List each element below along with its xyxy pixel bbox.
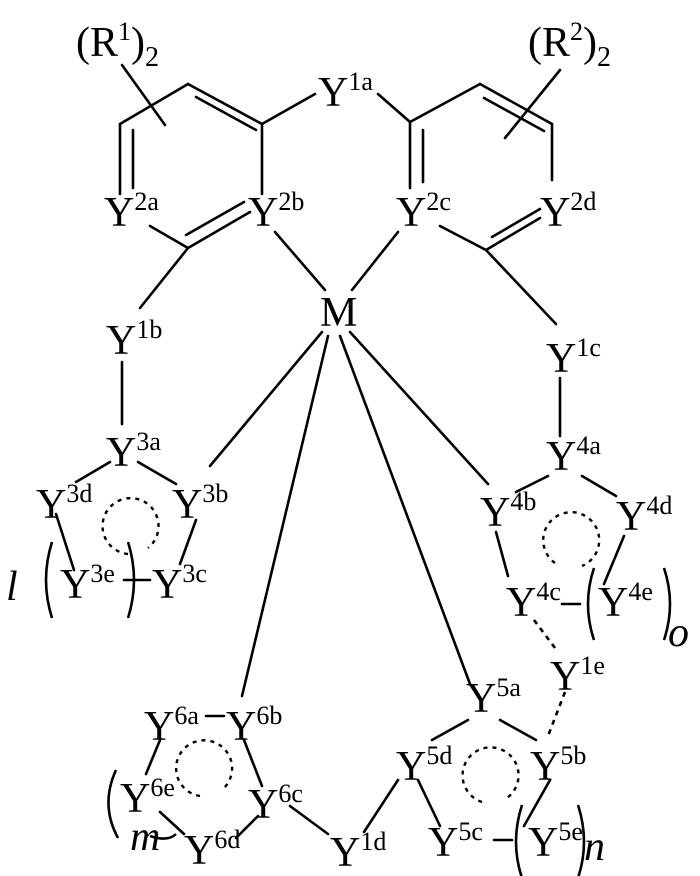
bond [364, 780, 398, 832]
atom-y4d: Y4d [616, 491, 672, 540]
paren-open-4e [588, 568, 594, 640]
aromatic-circle-3 [103, 498, 159, 554]
atom-y6a: Y6a [144, 701, 199, 750]
atom-y2a: Y2a [104, 187, 159, 236]
atom-y1d: Y1d [330, 827, 386, 876]
bond [378, 94, 410, 122]
substituent-r1: (R1)2 [76, 17, 159, 73]
bond [138, 462, 176, 484]
coordination-bond [350, 332, 488, 484]
aromatic-circle-5 [463, 747, 519, 802]
index-l: l [6, 564, 18, 610]
paren-open-5e [516, 805, 522, 876]
atom-y6c: Y6c [248, 779, 303, 828]
double-bond-line [186, 202, 244, 235]
index-m: m [130, 814, 160, 860]
index-n: n [584, 824, 605, 870]
atom-y3a: Y3a [106, 427, 161, 476]
coordination-bond [340, 336, 470, 684]
bond [120, 84, 188, 124]
atom-y5a: Y5a [466, 673, 521, 722]
atom-y5c: Y5c [428, 817, 483, 866]
dashed-bond [534, 620, 558, 652]
atom-y4a: Y4a [546, 431, 601, 480]
atom-y4e: Y4e [598, 577, 653, 626]
atom-y2b: Y2b [248, 187, 304, 236]
bond [432, 720, 468, 740]
atom-y3c: Y3c [152, 559, 207, 608]
atom-y5e: Y5e [528, 817, 583, 866]
atom-y3e: Y3e [60, 559, 115, 608]
atom-y6b: Y6b [226, 701, 282, 750]
bond [582, 476, 616, 496]
bond [140, 248, 188, 308]
paren-open-3e [46, 542, 52, 618]
bond [150, 226, 188, 248]
aromatic-circle-6 [176, 740, 232, 796]
substituent-bond-r1 [122, 65, 165, 125]
coordination-bond [352, 232, 398, 290]
bond [500, 720, 536, 740]
atom-y1e: Y1e [550, 651, 605, 700]
bond [486, 250, 556, 324]
bond [410, 84, 480, 122]
bond [188, 84, 262, 124]
double-bond-line [196, 97, 256, 130]
aromatic-arcs [103, 498, 600, 802]
atom-y1c: Y1c [546, 333, 601, 382]
atom-y4b: Y4b [480, 487, 536, 536]
bond [604, 536, 624, 584]
bond [290, 806, 328, 834]
bond [160, 812, 184, 834]
atom-y3d: Y3d [36, 479, 92, 528]
bond [480, 84, 552, 124]
atom-y2d: Y2d [540, 187, 596, 236]
coordination-bond [210, 332, 322, 466]
paren-open-6e [108, 770, 118, 838]
atom-y6d: Y6d [184, 825, 240, 874]
bond [440, 226, 486, 250]
bond [262, 94, 315, 124]
atom-y1a: Y1a [318, 67, 373, 116]
atom-y3b: Y3b [172, 479, 228, 528]
bond [496, 532, 508, 576]
atom-y5d: Y5d [396, 741, 452, 790]
atom-y4c: Y4c [506, 577, 561, 626]
atom-metal: M [320, 290, 357, 336]
aromatic-circle-4 [543, 512, 599, 566]
substituent-r2: (R2)2 [528, 17, 611, 73]
atom-labels: (R1)2 (R2)2 Y1a Y2a Y2b Y2c Y2d M Y1b Y1… [6, 17, 689, 876]
coordination-bond [275, 232, 325, 290]
bond [486, 218, 540, 250]
atom-y1b: Y1b [106, 315, 162, 364]
coordination-bond [242, 336, 328, 696]
atom-y5b: Y5b [530, 741, 586, 790]
index-o: o [668, 610, 689, 656]
